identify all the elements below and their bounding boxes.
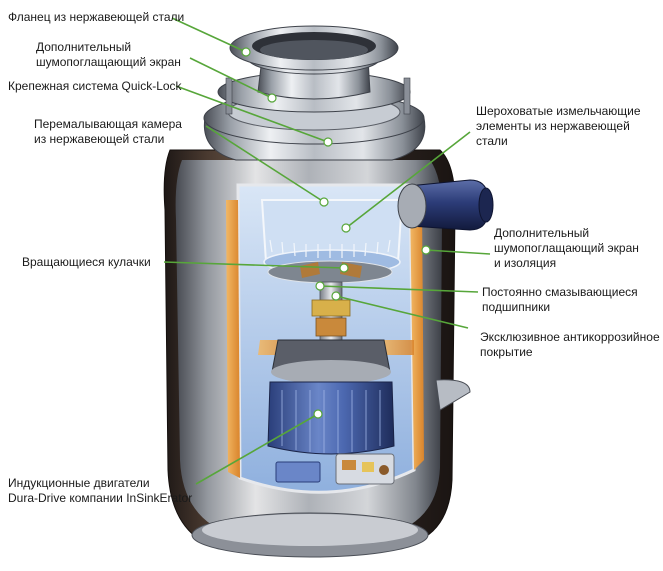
leader-coating — [335, 295, 469, 329]
leader-dot-flange — [241, 47, 251, 57]
leader-dot-bearings — [315, 281, 325, 291]
leader-dot-grind-elements — [341, 223, 351, 233]
leader-dot-coating — [331, 291, 341, 301]
leader-dot-extra-shield-side — [421, 245, 431, 255]
leader-chamber — [205, 125, 325, 203]
label-chamber: Перемалывающая камера из нержавеющей ста… — [34, 117, 182, 146]
leader-quick-lock — [175, 85, 329, 143]
label-flange: Фланец из нержавеющей стали — [8, 10, 185, 24]
leader-motor — [195, 413, 319, 485]
leader-dot-chamber — [319, 197, 329, 207]
leader-extra-shield-side — [425, 249, 491, 255]
leader-dot-motor — [313, 409, 323, 419]
leader-cams — [163, 261, 345, 269]
leader-extra-shield-top — [189, 57, 273, 99]
label-coating: Эксклюзивное антикоррозийное покрытие — [480, 330, 660, 359]
label-cams: Вращающиеся кулачки — [22, 255, 151, 269]
leader-dot-quick-lock — [323, 137, 333, 147]
leader-dot-extra-shield-top — [267, 93, 277, 103]
leader-flange — [171, 17, 247, 53]
leader-grind-elements — [345, 131, 471, 229]
label-quick-lock: Крепежная система Quick-Lock — [8, 79, 182, 93]
leader-bearings — [319, 285, 479, 293]
label-extra-shield-top: Дополнительный шумопоглащающий экран — [36, 40, 181, 69]
label-grind-elements: Шероховатые измельчающие элементы из нер… — [476, 104, 641, 148]
leader-dot-cams — [339, 263, 349, 273]
label-extra-shield-side: Дополнительный шумопоглащающий экран и и… — [494, 226, 639, 270]
label-motor: Индукционные двигатели Dura-Drive компан… — [8, 476, 193, 505]
label-bearings: Постоянно смазывающиеся подшипники — [482, 285, 638, 314]
